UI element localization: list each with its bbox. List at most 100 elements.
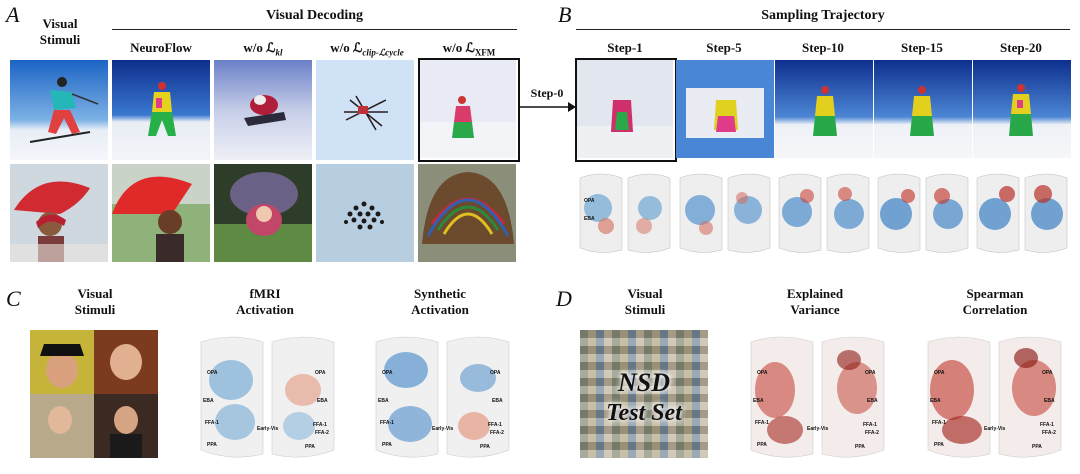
d-ev-roi-ppa-r: PPA <box>855 444 865 450</box>
d-sp-roi-opa-r: OPA <box>1042 370 1053 376</box>
panel-b-section-title: Sampling Trajectory <box>761 8 885 23</box>
c-synth-line1: Synthetic <box>414 286 466 301</box>
col-wo-clip-sub: clip-ℒcycle <box>362 47 404 58</box>
c-fmri-roi-early: Early-Vis <box>257 426 279 432</box>
col-wo-xfm-main: w/o ℒ <box>442 40 475 55</box>
c-fmri-roi-ffa1: FFA-1 <box>205 420 219 426</box>
c-fmri-roi-eba-r: EBA <box>317 398 328 404</box>
wo-xfm-frame <box>418 58 520 162</box>
nsd-test-set-mosaic: NSD Test Set <box>580 330 708 458</box>
step-15-label: Step-15 <box>901 40 943 55</box>
d-ev-roi-ffa2-r: FFA-2 <box>865 430 879 436</box>
d-ev-roi-ffa1: FFA-1 <box>755 420 769 426</box>
wo-xfm-umbrella-image <box>418 164 516 262</box>
panel-c-stimuli-label: Visual Stimuli <box>50 286 140 318</box>
step-1-image <box>577 60 673 158</box>
c-fmri-roi-opa: OPA <box>207 370 218 376</box>
c-fmri-roi-ppa-r: PPA <box>305 444 315 450</box>
panel-a-section-title: Visual Decoding <box>265 8 364 23</box>
c-fmri-roi-ppa: PPA <box>207 442 217 448</box>
d-sp-roi-eba-r: EBA <box>1044 398 1055 404</box>
stimuli-line2: Stimuli <box>39 32 81 47</box>
c-synth-roi-opa: OPA <box>382 370 393 376</box>
d-sp-roi-ppa-r: PPA <box>1032 444 1042 450</box>
step-0-label: Step-0 <box>530 86 564 100</box>
d-ev-line1: Explained <box>786 286 844 301</box>
c-synth-roi-ffa2-r: FFA-2 <box>490 430 504 436</box>
panel-c-letter: C <box>6 286 21 311</box>
neuroflow-umbrella-image <box>112 164 210 262</box>
step-1-brainmap: OPA EBA <box>579 173 671 253</box>
d-ev-roi-eba: EBA <box>753 398 764 404</box>
d-sp-roi-ffa1: FFA-1 <box>932 420 946 426</box>
c-fmri-roi-eba: EBA <box>203 398 214 404</box>
c-synth-roi-ffa1-r: FFA-1 <box>488 422 502 428</box>
c-fmri-line1: fMRI <box>249 286 281 301</box>
c-synth-roi-ppa-r: PPA <box>480 444 490 450</box>
panel-a-letter: A <box>6 2 20 27</box>
wo-kl-skier-image <box>214 60 312 160</box>
wo-xfm-skier-image <box>420 60 516 158</box>
col-wo-kl-sub: kl <box>275 47 283 58</box>
d-sp-line1: Spearman <box>966 286 1024 301</box>
c-synth-roi-eba-r: EBA <box>492 398 503 404</box>
c-synth-roi-early: Early-Vis <box>432 426 454 432</box>
d-sp-roi-opa: OPA <box>934 370 945 376</box>
test-set-label: Test Set <box>606 400 682 426</box>
step-15-image <box>874 60 972 158</box>
panel-b-letter: B <box>558 2 572 27</box>
d-sp-roi-eba: EBA <box>930 398 941 404</box>
stimulus-skier-image <box>10 60 108 160</box>
d-ev-roi-eba-r: EBA <box>867 398 878 404</box>
stimuli-line1: Visual <box>42 16 78 31</box>
c-synth-roi-ppa: PPA <box>382 442 392 448</box>
panel-d-explained-variance-brainmap: OPA EBA FFA-1 Early-Vis PPA OPA EBA FFA-… <box>750 336 885 458</box>
col-wo-kl: w/o ℒkl <box>214 40 312 58</box>
col-wo-clip-cycle: w/o ℒclip-ℒcycle <box>312 40 422 59</box>
panel-b-rule <box>576 29 1070 30</box>
d-sp-roi-ffa2-r: FFA-2 <box>1042 430 1056 436</box>
c-stimuli-line2: Stimuli <box>74 302 116 317</box>
step-10-label: Step-10 <box>802 40 844 55</box>
c-synth-line2: Activation <box>411 302 469 317</box>
d-ev-roi-ffa1-r: FFA-1 <box>863 422 877 428</box>
step-5-label: Step-5 <box>706 40 742 55</box>
stimulus-umbrella-image <box>10 164 108 262</box>
panel-c-fmri-label: fMRI Activation <box>205 286 325 318</box>
d-sp-line2: Correlation <box>962 302 1028 317</box>
c-fmri-line2: Activation <box>236 302 294 317</box>
d-ev-roi-early: Early-Vis <box>807 426 829 432</box>
step-5-brainmap <box>679 173 771 253</box>
wo-clip-skier-image <box>316 60 414 160</box>
panel-a-rule <box>112 29 517 30</box>
panel-c-synthetic-brainmap: OPA EBA FFA-1 Early-Vis PPA OPA EBA FFA-… <box>375 336 510 458</box>
col-wo-clip-main: w/o ℒ <box>330 40 363 55</box>
col-neuroflow: NeuroFlow <box>130 40 192 55</box>
d-ev-roi-opa: OPA <box>757 370 768 376</box>
panel-d-ev-label: Explained Variance <box>755 286 875 318</box>
d-ev-roi-ppa: PPA <box>757 442 767 448</box>
c-synth-roi-ffa1: FFA-1 <box>380 420 394 426</box>
c-fmri-roi-ffa1-r: FFA-1 <box>313 422 327 428</box>
step-15-brainmap <box>877 173 969 253</box>
col-wo-xfm-sub: XFM <box>474 47 496 58</box>
wo-kl-umbrella-image <box>214 164 312 262</box>
d-sp-roi-early: Early-Vis <box>984 426 1006 432</box>
step-20-image <box>973 60 1071 158</box>
step-20-label: Step-20 <box>1000 40 1042 55</box>
col-wo-kl-main: w/o ℒ <box>243 40 276 55</box>
d-stimuli-line2: Stimuli <box>624 302 666 317</box>
c-stimuli-line1: Visual <box>77 286 113 301</box>
wo-clip-umbrella-image <box>316 164 414 262</box>
c-fmri-roi-opa-r: OPA <box>315 370 326 376</box>
step-10-brainmap <box>778 173 870 253</box>
d-ev-roi-opa-r: OPA <box>865 370 876 376</box>
col-wo-xfm: w/o ℒXFM <box>420 40 518 58</box>
c-synth-roi-eba: EBA <box>378 398 389 404</box>
d-stimuli-line1: Visual <box>627 286 663 301</box>
c-synth-roi-opa-r: OPA <box>490 370 501 376</box>
step-1-label: Step-1 <box>607 40 643 55</box>
d-sp-roi-ppa: PPA <box>934 442 944 448</box>
panel-c-face-collage <box>30 330 158 458</box>
c-fmri-roi-ffa2-r: FFA-2 <box>315 430 329 436</box>
